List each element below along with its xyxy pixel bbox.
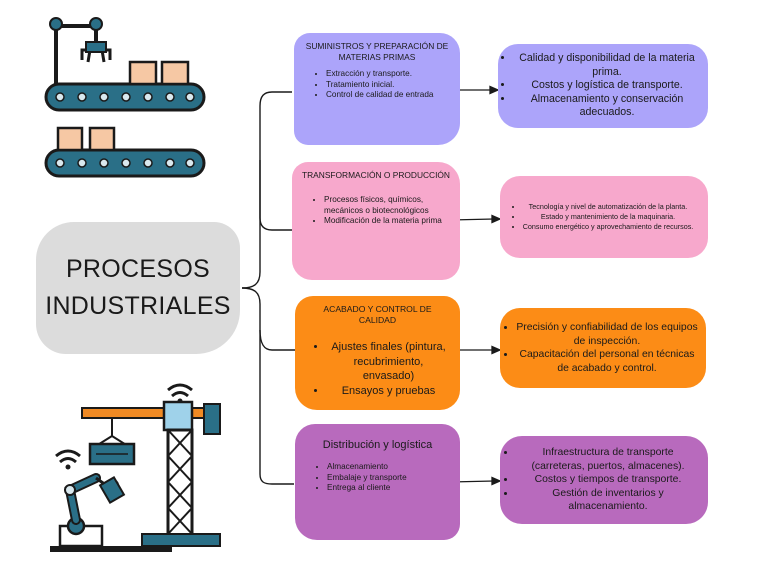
list-item: Capacitación del personal en técnicas de… — [516, 348, 698, 375]
category-title: Distribución y logística — [322, 439, 433, 451]
details-transformacion: Tecnología y nivel de automatización de … — [500, 176, 708, 258]
list-item: Ensayos y pruebas — [327, 384, 450, 399]
detail-items: Calidad y disponibilidad de la materia p… — [498, 52, 708, 120]
list-item: Procesos físicos, químicos, mecánicos o … — [324, 195, 450, 216]
arrows — [449, 85, 502, 486]
details-suministros: Calidad y disponibilidad de la materia p… — [498, 44, 708, 128]
category-distribucion: Distribución y logística Almacenamiento … — [295, 424, 460, 540]
list-item: Tratamiento inicial. — [326, 80, 450, 91]
robotic-arm-wifi-icon — [50, 449, 172, 552]
category-items: Extracción y transporte. Tratamiento ini… — [304, 69, 450, 101]
central-title: PROCESOS INDUSTRIALES — [45, 255, 231, 320]
category-title: SUMINISTROS Y PREPARACIÓN DE MATERIAS PR… — [305, 41, 449, 62]
list-item: Gestión de inventarios y almacenamiento. — [516, 487, 700, 514]
list-item: Extracción y transporte. — [326, 69, 450, 80]
list-item: Costos y tiempos de transporte. — [516, 473, 700, 487]
list-item: Costos y logística de transporte. — [514, 79, 700, 93]
list-item: Entrega al cliente — [327, 483, 450, 494]
details-acabado: Precisión y confiabilidad de los equipos… — [500, 308, 706, 388]
conveyor-belt-robot-arm-icon — [44, 17, 206, 112]
category-acabado: ACABADO Y CONTROL DE CALIDAD Ajustes fin… — [295, 296, 460, 410]
category-items: Ajustes finales (pintura, recubrimiento,… — [305, 340, 450, 398]
conveyor-belt-icon — [44, 126, 206, 178]
central-node: PROCESOS INDUSTRIALES — [36, 222, 240, 354]
detail-items: Tecnología y nivel de automatización de … — [507, 202, 702, 232]
brace-connector — [241, 91, 295, 485]
detail-items: Precisión y confiabilidad de los equipos… — [500, 321, 706, 375]
list-item: Almacenamiento — [327, 462, 450, 473]
category-title: TRANSFORMACIÓN O PRODUCCIÓN — [302, 170, 450, 180]
list-item: Estado y mantenimiento de la maquinaria. — [523, 212, 694, 222]
list-item: Infraestructura de transporte (carretera… — [516, 446, 700, 473]
list-item: Calidad y disponibilidad de la materia p… — [514, 52, 700, 79]
detail-items: Infraestructura de transporte (carretera… — [500, 446, 708, 514]
list-item: Tecnología y nivel de automatización de … — [523, 202, 694, 212]
list-item: Ajustes finales (pintura, recubrimiento,… — [327, 340, 450, 384]
list-item: Precisión y confiabilidad de los equipos… — [516, 321, 698, 348]
tower-crane-wifi-icon — [81, 383, 221, 547]
list-item: Almacenamiento y conservación adecuados. — [514, 93, 700, 120]
category-items: Almacenamiento Embalaje y transporte Ent… — [305, 462, 450, 494]
category-suministros: SUMINISTROS Y PREPARACIÓN DE MATERIAS PR… — [294, 33, 460, 145]
category-title: ACABADO Y CONTROL DE CALIDAD — [323, 304, 432, 325]
category-transformacion: TRANSFORMACIÓN O PRODUCCIÓN Procesos fís… — [292, 162, 460, 280]
list-item: Embalaje y transporte — [327, 473, 450, 484]
details-distribucion: Infraestructura de transporte (carretera… — [500, 436, 708, 524]
list-item: Modificación de la materia prima — [324, 216, 450, 227]
category-items: Procesos físicos, químicos, mecánicos o … — [302, 195, 450, 227]
list-item: Consumo energético y aprovechamiento de … — [523, 222, 694, 232]
list-item: Control de calidad de entrada — [326, 90, 450, 101]
